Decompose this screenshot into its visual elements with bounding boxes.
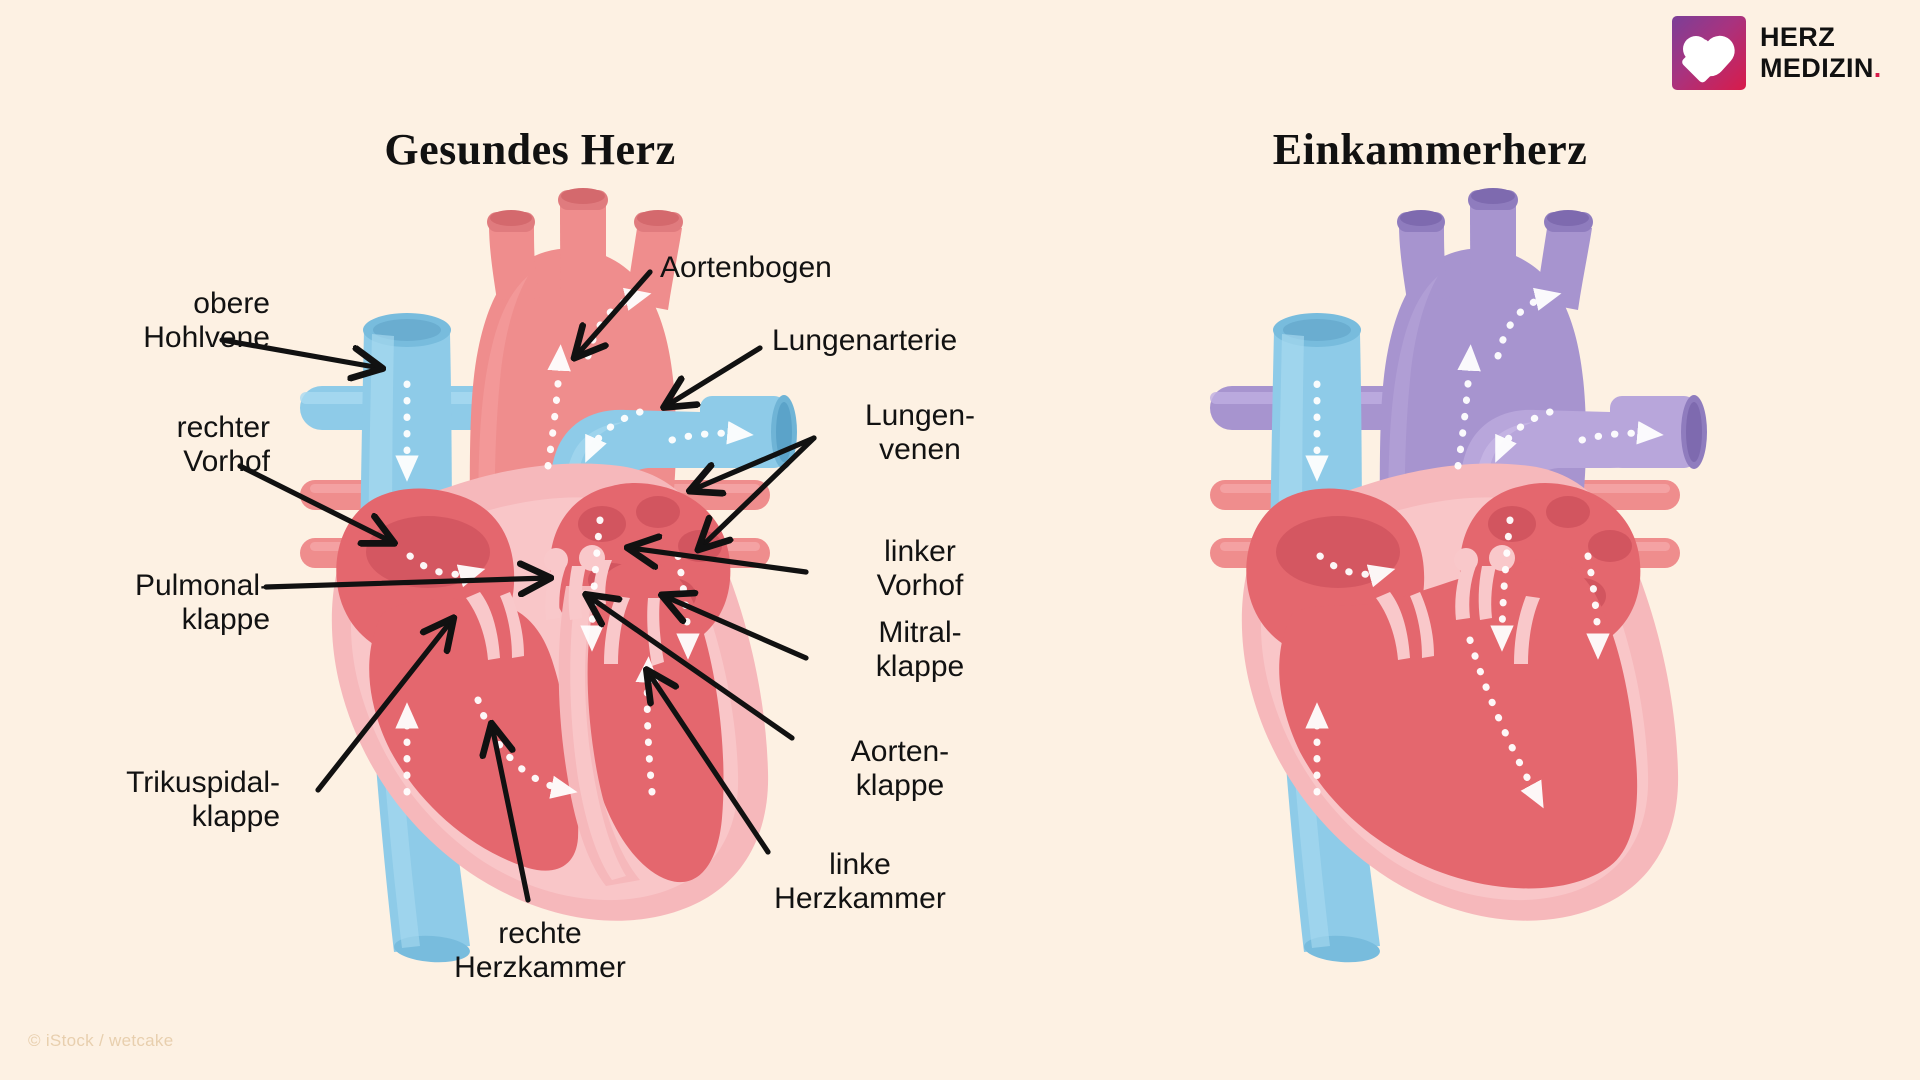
valves-2	[1376, 545, 1540, 664]
label-trikuspidalklappe: Trikuspidal- klappe	[126, 766, 280, 833]
label-pulmonalklappe: Pulmonal- klappe	[134, 569, 270, 636]
logo-line-2-text: MEDIZIN	[1760, 53, 1874, 83]
logo-accent-dot: .	[1873, 53, 1882, 83]
logo-line-2: MEDIZIN.	[1760, 55, 1882, 82]
leader-linker-vorhof	[630, 548, 809, 575]
herzmedizin-logo[interactable]: HERZ MEDIZIN.	[1672, 16, 1882, 90]
panel-title-single-ventricle: Einkammerherz	[1272, 125, 1588, 174]
panel-title-healthy: Gesundes Herz	[384, 125, 676, 174]
common-ventricle	[1279, 559, 1638, 889]
leader-rechter-vorhof	[237, 463, 392, 542]
logo-line-1: HERZ	[1760, 22, 1836, 52]
logo-wordmark: HERZ MEDIZIN.	[1760, 24, 1882, 82]
label-obere-hohlvene: obere Hohlvene	[143, 287, 270, 354]
leader-obere-hohlvene	[219, 337, 380, 368]
label-lungenarterie: Lungenarterie	[772, 324, 958, 357]
label-linker-vorhof: linker Vorhof	[876, 535, 964, 602]
leader-linke-herzkammer	[648, 672, 771, 855]
label-mitralklappe: Mitral- klappe	[875, 616, 965, 683]
label-rechter-vorhof: rechter Vorhof	[176, 411, 270, 478]
single-ventricle-heart-figure	[1210, 188, 1707, 963]
leader-rechte-herzkammer	[492, 726, 531, 903]
label-linke-herzkammer: linke Herzkammer	[774, 848, 946, 915]
label-aortenklappe: Aorten- klappe	[850, 735, 950, 802]
healthy-heart-figure	[219, 188, 817, 963]
flow-arrows-single	[1305, 287, 1664, 809]
leader-trikuspidalklappe	[315, 620, 452, 793]
leader-lungenarterie	[666, 345, 763, 406]
label-lungenvenen: Lungen- venen	[864, 399, 976, 466]
label-rechte-herzkammer: rechte Herzkammer	[454, 917, 626, 984]
leader-aortenbogen	[576, 269, 653, 356]
leader-lungenvenen-2	[700, 435, 817, 548]
leader-mitralklappe	[664, 596, 809, 661]
leader-lines-healthy	[219, 269, 817, 903]
leader-aortenklappe	[588, 596, 795, 741]
copyright-notice: © iStock / wetcake	[28, 1031, 174, 1050]
leader-lungenvenen-1	[692, 435, 817, 490]
label-aortenbogen: Aortenbogen	[660, 251, 832, 284]
leader-pulmonalklappe	[263, 578, 548, 587]
heart-icon	[1672, 16, 1746, 90]
